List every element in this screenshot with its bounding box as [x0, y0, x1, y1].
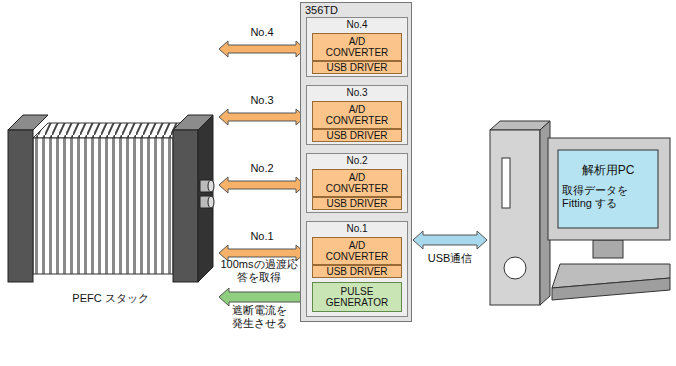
pulse-generator-box: PULSE GENERATOR — [312, 282, 402, 312]
node-text: A/D CONVERTER — [325, 240, 389, 263]
edge-label: USB通信 — [426, 252, 475, 265]
driver-box: USB DRIVER — [312, 265, 402, 278]
stack-illustration — [3, 30, 218, 322]
node-text: USB DRIVER — [326, 266, 387, 278]
converter-box: A/D CONVERTER — [312, 33, 402, 61]
node-text: PULSE GENERATOR — [321, 286, 393, 309]
double-arrow — [413, 231, 487, 249]
channel-panel: No.3A/D CONVERTER USB DRIVER — [306, 85, 408, 145]
channel-panel: No.2A/D CONVERTER USB DRIVER — [306, 153, 408, 213]
node-text: No.3 — [307, 87, 407, 99]
node-text: PEFC スタック — [3, 292, 218, 305]
note-text: 遮断電流を発生させる — [230, 304, 288, 329]
node-text: USB DRIVER — [326, 62, 387, 74]
edge-label: No.1 — [248, 230, 275, 243]
pc-illustration — [488, 118, 672, 308]
double-arrow — [219, 109, 305, 125]
device-housing: 356TDNo.4A/D CONVERTERUSB DRIVERNo.3A/D … — [300, 2, 412, 322]
channel-panel: No.4A/D CONVERTER USB DRIVER — [306, 17, 408, 77]
node-text: A/D CONVERTER — [325, 104, 389, 127]
node-text: A/D CONVERTER — [325, 172, 389, 195]
node-text: 356TD — [305, 4, 338, 17]
node-text: No.1 — [307, 223, 407, 235]
double-arrow — [219, 177, 305, 193]
channel-panel: No.1A/D CONVERTER USB DRIVER PULSE GENERAT… — [306, 221, 408, 317]
edge-label: No.4 — [248, 26, 275, 39]
converter-box: A/D CONVERTER — [312, 101, 402, 129]
edge-label: No.2 — [248, 162, 275, 175]
fuel-cell-stack: PEFC スタック — [3, 30, 218, 322]
node-text: No.4 — [307, 19, 407, 31]
node-text: USB DRIVER — [326, 198, 387, 210]
node-text: A/D CONVERTER — [325, 36, 389, 59]
edge-label: No.3 — [248, 94, 275, 107]
node-text: 解析用PC — [562, 164, 654, 178]
driver-box: USB DRIVER — [312, 61, 402, 74]
node-text: No.2 — [307, 155, 407, 167]
driver-box: USB DRIVER — [312, 129, 402, 142]
analysis-pc: 解析用PC 取得データを Fitting する — [488, 118, 672, 308]
node-text: USB DRIVER — [326, 130, 387, 142]
note-text: 100msの過渡応答を取得 — [219, 258, 299, 283]
converter-box: A/D CONVERTER — [312, 237, 402, 265]
node-note: 取得データを Fitting する — [562, 184, 654, 209]
double-arrow — [219, 41, 305, 57]
double-arrow — [219, 288, 311, 306]
converter-box: A/D CONVERTER — [312, 169, 402, 197]
driver-box: USB DRIVER — [312, 197, 402, 210]
